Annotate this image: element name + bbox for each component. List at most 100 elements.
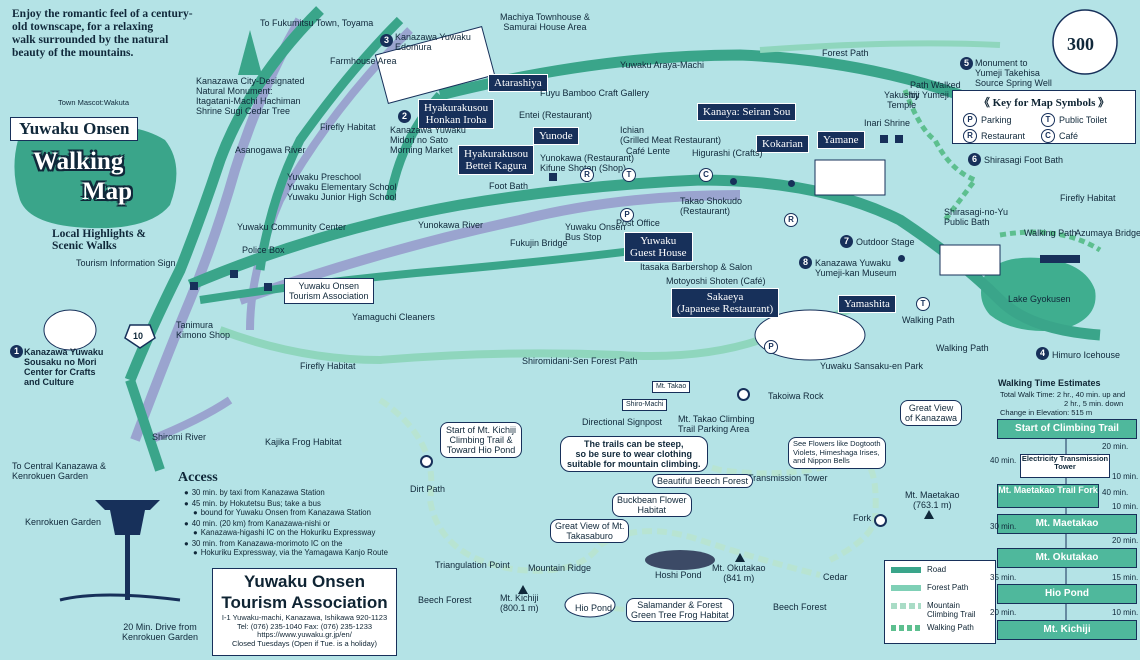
title-blob — [14, 124, 177, 229]
label-yunode[interactable]: Yunode — [533, 127, 579, 145]
label-motoyoshi: Motoyoshi Shoten (Café) — [666, 276, 766, 286]
label-line: Yuwaku Preschool — [287, 172, 362, 182]
sign-mt-takao: Mt. Takao — [652, 381, 691, 393]
marker-4[interactable]: 4 — [1036, 347, 1049, 360]
label-police-box: Police Box — [242, 245, 285, 255]
label-kokarian[interactable]: Kokarian — [756, 135, 809, 153]
police-box-marker[interactable] — [264, 283, 272, 291]
label-yamane[interactable]: Yamane — [817, 131, 865, 149]
kenrokuen-ground — [59, 593, 181, 602]
parking-icon[interactable]: P — [764, 340, 778, 354]
label-line: Tourism Association — [289, 291, 369, 301]
asanogawa-river — [130, 17, 305, 442]
legend-row: Walking Path — [885, 619, 995, 637]
marker-2[interactable]: 2 — [398, 110, 411, 123]
label-takao-shokudo: Takao Shokudo(Restaurant) — [680, 196, 742, 216]
label-line: Mt. Maetakao — [905, 490, 960, 500]
association-url[interactable]: https://www.yuwaku.gr.jp/en/ — [257, 630, 352, 639]
forest-path-top — [759, 40, 1001, 53]
time-label: 35 min. — [990, 573, 1017, 582]
title-map: Map — [82, 178, 132, 205]
label-yamashita[interactable]: Yamashita — [838, 295, 896, 313]
kanaya-marker[interactable] — [730, 178, 737, 185]
time-label: 20 min. — [990, 608, 1017, 617]
toilet-icon[interactable]: T — [916, 297, 930, 311]
label-line: Start of Mt. Kichiji — [446, 425, 517, 435]
label-sansaku-park: Yuwaku Sansaku-en Park — [820, 361, 924, 371]
label-line: To Central Kanazawa & — [12, 461, 107, 471]
legend-row: Forest Path — [885, 579, 995, 597]
line-legend: Road Forest Path Mountain Climbing Trail… — [884, 560, 996, 644]
yamashita-marker[interactable] — [898, 255, 905, 262]
label-line: Honkan Iroha — [425, 114, 487, 126]
label-higurashi: Higurashi (Crafts) — [692, 148, 763, 158]
label-triangulation: Triangulation Point — [435, 560, 510, 570]
legend-forest-label: Forest Path — [927, 583, 969, 592]
label-line: Path Walked — [910, 80, 961, 90]
label-line: Sousaku no Mori — [24, 357, 97, 367]
label-kanaya[interactable]: Kanaya: Seiran Sou — [697, 103, 797, 121]
label-tourism-sign: Tourism Information Sign — [76, 258, 176, 268]
marker-1[interactable]: 1 — [10, 345, 23, 358]
time-label: 20 min. — [1112, 536, 1139, 545]
label-himuro: Himuro Icehouse — [1052, 350, 1121, 360]
label-line: Edomura — [395, 42, 432, 52]
fork-marker[interactable] — [874, 514, 887, 527]
trail-start-marker[interactable] — [420, 455, 433, 468]
label-line: Mt. Kichiji — [500, 593, 539, 603]
mountain-trail-south — [378, 397, 821, 578]
label-line: Hyakurakusou — [464, 148, 529, 160]
cafe-icon[interactable]: C — [699, 168, 713, 182]
label-foot-bath: Foot Bath — [489, 181, 529, 191]
walking-time-total: Total Walk Time: 2 hr., 40 min. up and — [1000, 390, 1126, 399]
route-10-shield — [124, 324, 156, 349]
takoiwa-marker[interactable] — [737, 388, 750, 401]
label-line: Mt. Takao Climbing — [678, 414, 755, 424]
kokarian-marker[interactable] — [788, 180, 795, 187]
label-sakaeya[interactable]: Sakaeya(Japanese Restaurant) — [671, 288, 780, 318]
intro-line: Enjoy the romantic feel of a century- — [12, 8, 193, 20]
marker-7[interactable]: 7 — [840, 235, 853, 248]
walking-path-east — [999, 229, 1102, 253]
label-kenrokuen: Kenrokuen Garden — [25, 517, 102, 527]
legend-mountain-label: Mountain Climbing Trail — [927, 601, 976, 619]
legend-row: Road — [885, 561, 995, 579]
tourism-sign-marker[interactable] — [190, 282, 198, 290]
toilet-icon[interactable]: T — [622, 168, 636, 182]
label-firefly-1: Firefly Habitat — [320, 122, 376, 132]
key-toilet: Public Toilet — [1059, 115, 1107, 125]
marker-6[interactable]: 6 — [968, 153, 981, 166]
label-takoiwa: Takoiwa Rock — [768, 391, 824, 401]
marker-5[interactable]: 5 — [960, 57, 973, 70]
restaurant-icon[interactable]: R — [784, 213, 798, 227]
yakushiji-marker[interactable] — [895, 135, 903, 143]
marker-3[interactable]: 3 — [380, 34, 393, 47]
label-community-center: Yuwaku Community Center — [237, 222, 347, 232]
label-line: and Culture — [24, 377, 75, 387]
access-panel: Access 30 min. by taxi from Kanazawa Sta… — [178, 470, 388, 557]
time-label: 10 min. — [1112, 502, 1139, 511]
foot-bath-marker[interactable] — [549, 173, 557, 181]
label-cafe-lente: Café Lente — [626, 146, 671, 156]
key-cafe: Café — [1059, 131, 1079, 141]
kenrokuen-lantern-icon — [95, 500, 160, 600]
label-line: Yuwaku Onsen — [565, 222, 626, 232]
community-center-marker[interactable] — [230, 270, 238, 278]
time-label: 10 min. — [1112, 472, 1139, 481]
label-yunokawa-river: Yunokawa River — [418, 220, 484, 230]
label-directional-signpost: Directional Signpost — [582, 417, 663, 427]
label-inari: Inari Shrine — [864, 118, 911, 128]
label-line: Natural Monument: — [196, 86, 273, 96]
label-atarashiya[interactable]: Atarashiya — [488, 74, 548, 92]
parking-icon[interactable]: P — [620, 208, 634, 222]
mt-kichiji-peak — [518, 585, 528, 594]
inari-marker[interactable] — [880, 135, 888, 143]
marker-8[interactable]: 8 — [799, 256, 812, 269]
restaurant-icon[interactable]: R — [580, 168, 594, 182]
label-line: Center for Crafts — [24, 367, 96, 377]
